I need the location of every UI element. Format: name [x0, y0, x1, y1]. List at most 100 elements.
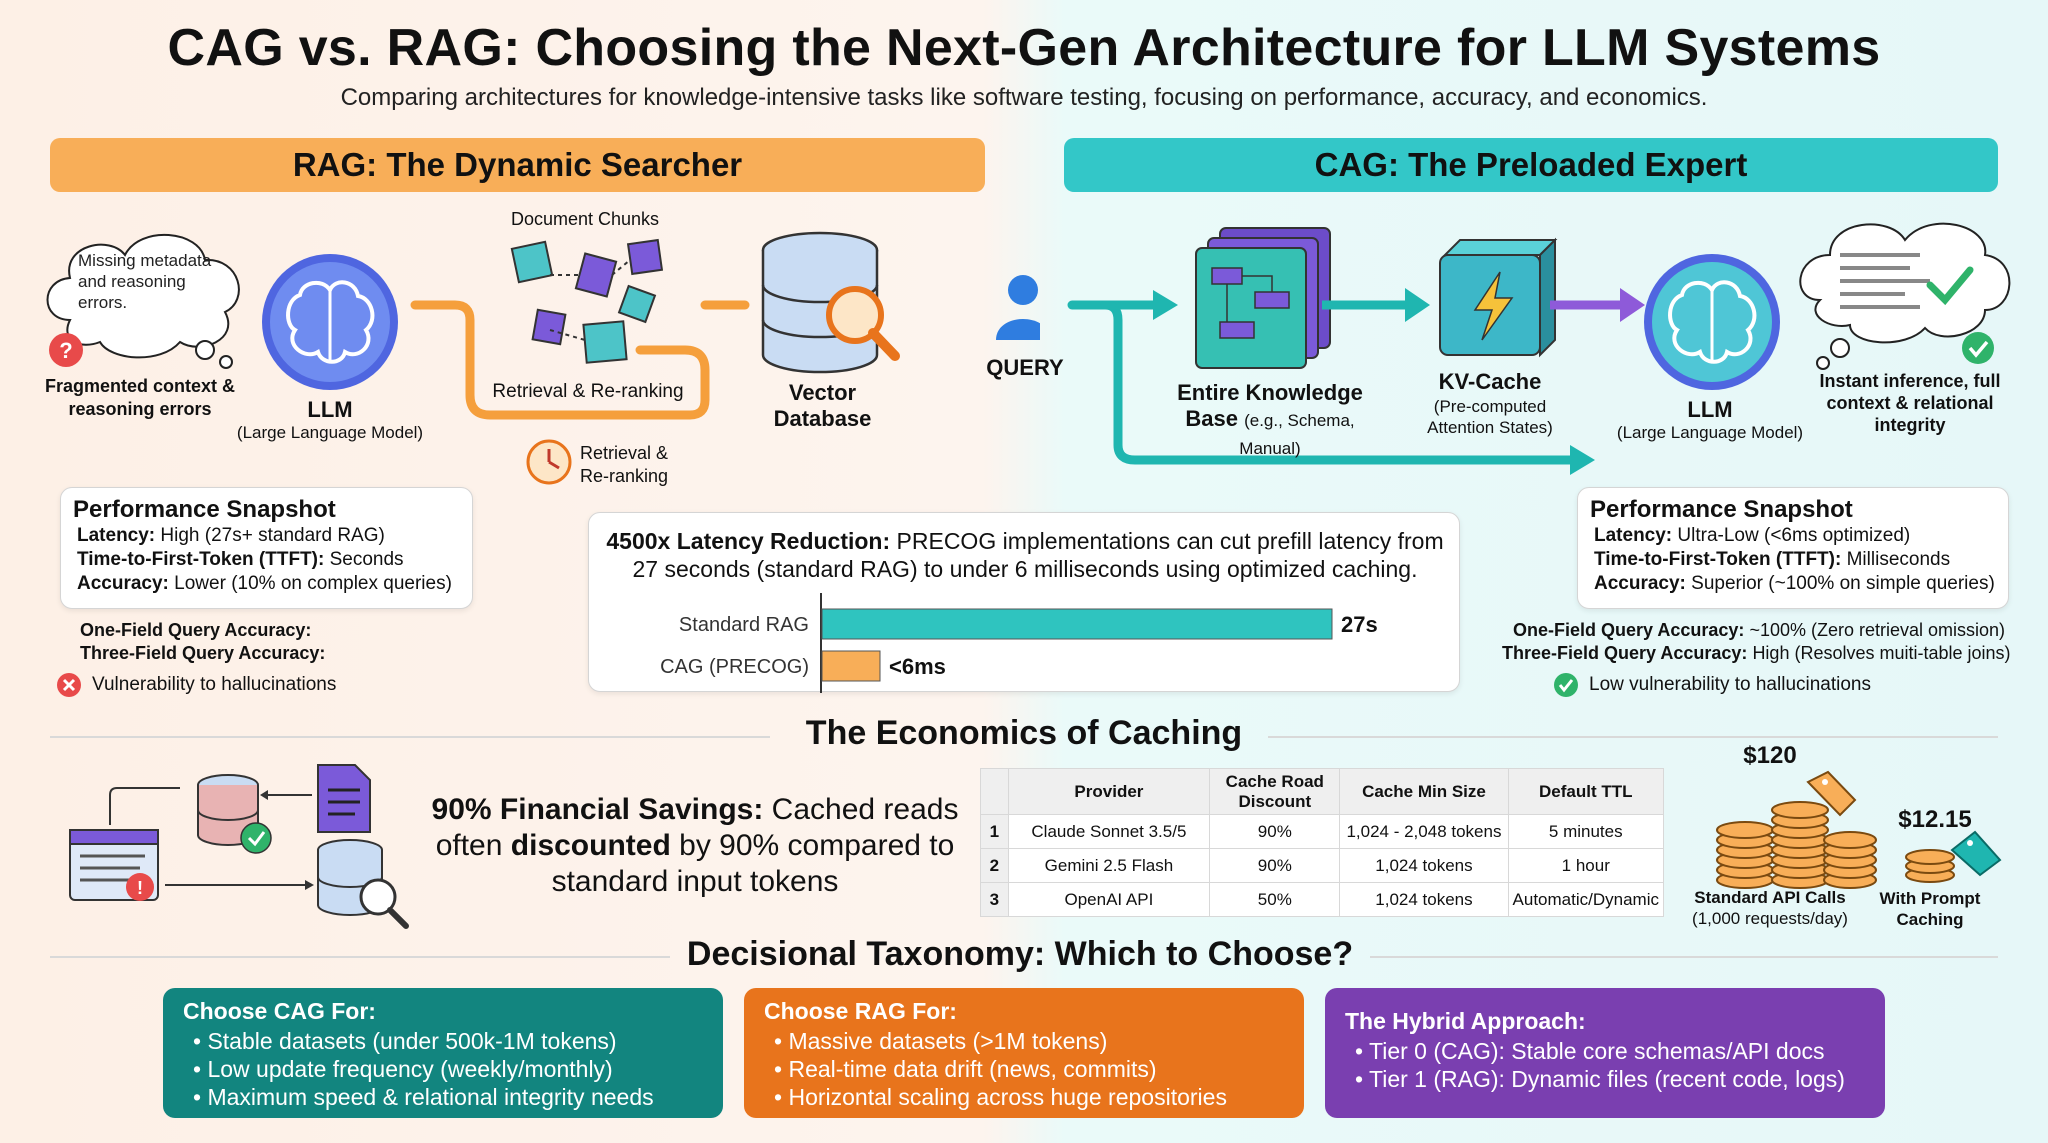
bar-label: Standard RAG: [679, 614, 809, 636]
cag-llm-label: LLM: [1687, 397, 1733, 422]
kv-cache-icon: [1439, 237, 1558, 358]
page-title: CAG vs. RAG: Choosing the Next-Gen Archi…: [167, 19, 1881, 77]
coin-stack-small-icon: [1905, 849, 1955, 883]
query-label: QUERY: [986, 355, 1064, 380]
ttft-value: Milliseconds: [1846, 549, 1951, 570]
table-cell: 50%: [1209, 882, 1341, 917]
table-cell: 90%: [1209, 814, 1341, 849]
cag-one-field-value: ~100% (Zero retrieval omission): [1749, 620, 2006, 640]
table-cell: Claude Sonnet 3.5/5: [1007, 814, 1211, 849]
taxonomy-rule-right: [1370, 956, 1998, 958]
svg-text:?: ?: [59, 338, 72, 363]
choose-rag-list: Massive datasets (>1M tokens) Real-time …: [764, 1027, 1284, 1111]
knowledge-base-icon: [1195, 227, 1331, 369]
latency-bold: 4500x Latency Reduction:: [606, 528, 891, 554]
kb-label: Entire Knowledge Base (e.g., Schema, Man…: [1170, 380, 1370, 462]
kb-label-line1: Entire Knowledge: [1177, 380, 1363, 405]
cag-performance-snapshot: Performance Snapshot Latency: Ultra-Low …: [1577, 487, 2009, 609]
rag-vulnerability: Vulnerability to hallucinations: [56, 672, 336, 698]
cag-brain-icon: [1644, 254, 1780, 390]
brain-icon: [262, 254, 398, 390]
cag-vulnerability: Low vulnerability to hallucinations: [1553, 672, 1871, 698]
price-tag-icon: [1806, 770, 1857, 817]
list-item: Tier 1 (RAG): Dynamic files (recent code…: [1345, 1065, 1865, 1093]
fragmented-context-label: Fragmented context & reasoning errors: [44, 376, 236, 419]
retrieval-clock-label: Retrieval & Re-ranking: [580, 443, 669, 486]
hybrid-approach-box: The Hybrid Approach: Tier 0 (CAG): Stabl…: [1325, 988, 1885, 1118]
kv-cache-sublabel: (Pre-computed Attention States): [1427, 397, 1553, 437]
document-icon: [317, 764, 371, 833]
latency-description: 4500x Latency Reduction: PRECOG implemen…: [599, 527, 1451, 583]
list-item: Tier 0 (CAG): Stable core schemas/API do…: [1345, 1037, 1865, 1065]
ttft-key: Time-to-First-Token (TTFT):: [77, 549, 325, 570]
latency-value: High (27s+ standard RAG): [160, 525, 385, 546]
savings-text: 90% Financial Savings: Cached reads ofte…: [430, 792, 960, 900]
table-cell: 90%: [1209, 848, 1341, 883]
latency-key: Latency:: [1594, 525, 1673, 546]
bar-value-label: 27s: [1341, 612, 1378, 637]
table-cell: 1,024 - 2,048 tokens: [1339, 814, 1509, 849]
table-header-cell: [980, 768, 1009, 815]
standard-cost: $120: [1743, 742, 1797, 769]
ttft-value: Seconds: [329, 549, 404, 570]
rag-llm-sublabel: (Large Language Model): [236, 423, 424, 442]
rag-llm-label: LLM: [307, 397, 353, 422]
hybrid-list: Tier 0 (CAG): Stable core schemas/API do…: [1345, 1037, 1865, 1093]
rag-vulnerability-text: Vulnerability to hallucinations: [92, 674, 337, 695]
latency-key: Latency:: [77, 525, 156, 546]
table-cell: 2: [980, 848, 1009, 883]
economics-heading: The Economics of Caching: [805, 714, 1243, 752]
table-header-cell: Default TTL: [1507, 768, 1665, 815]
table-cell: Automatic/Dynamic: [1507, 882, 1665, 917]
rag-flow-diagram: ?: [46, 231, 1040, 485]
svg-text:!: !: [137, 878, 143, 898]
list-item: Maximum speed & relational integrity nee…: [183, 1083, 703, 1111]
table-cell: 1,024 tokens: [1339, 882, 1509, 917]
kb-sublabel: (e.g., Schema, Manual): [1239, 411, 1355, 458]
document-chunks-icon: [510, 238, 664, 364]
hybrid-title: The Hybrid Approach:: [1345, 1008, 1586, 1034]
coin-stack-large-icon: [1716, 801, 1877, 889]
check-circle-icon: [1962, 332, 1994, 364]
accuracy-key: Accuracy:: [77, 573, 169, 594]
bar-value-label: <6ms: [889, 654, 946, 679]
table-header-cell: Cache Min Size: [1339, 768, 1509, 815]
cag-llm-sublabel: (Large Language Model): [1616, 423, 1804, 442]
retrieval-label: Retrieval & Re-ranking: [492, 381, 684, 402]
list-item: Horizontal scaling across huge repositor…: [764, 1083, 1284, 1111]
thought-cloud-icon: [46, 234, 240, 369]
vector-database-label: Vector Database: [773, 380, 872, 431]
cached-cost: $12.15: [1898, 806, 1972, 833]
latency-bar: [821, 608, 1333, 640]
cag-one-field-accuracy: One-Field Query Accuracy: ~100% (Zero re…: [1513, 619, 2005, 642]
x-circle-icon: [57, 673, 81, 697]
latency-bar: [821, 650, 881, 682]
snapshot-title: Performance Snapshot: [73, 496, 336, 523]
cag-three-field-value: High (Resolves muiti-table joins): [1752, 643, 2011, 663]
cost-comparison-illustration: [1716, 770, 2002, 889]
cag-three-field-accuracy: Three-Field Query Accuracy: High (Resolv…: [1502, 642, 2011, 665]
page-subtitle: Comparing architectures for knowledge-in…: [340, 84, 1708, 111]
savings-text2: by 90% compared to standard input tokens: [551, 829, 955, 898]
cag-one-field-key: One-Field Query Accuracy:: [1513, 620, 1745, 640]
clock-icon: [526, 439, 572, 485]
instant-inference-label: Instant inference, full context & relati…: [1819, 371, 2001, 435]
check-circle-icon: [1554, 673, 1578, 697]
savings-text1: Cached reads often: [435, 793, 959, 862]
vector-database-icon: [761, 231, 900, 374]
savings-bold2: discounted: [510, 829, 671, 862]
choose-cag-list: Stable datasets (under 500k-1M tokens) L…: [183, 1027, 703, 1111]
latency-card: 4500x Latency Reduction: PRECOG implemen…: [588, 512, 1460, 693]
table-cell: OpenAI API: [1007, 882, 1211, 917]
cag-thought-cloud-icon: [1799, 222, 2011, 370]
table-cell: 1 hour: [1507, 848, 1665, 883]
database-search-icon: [317, 839, 409, 929]
standard-calls-sublabel: (1,000 requests/day): [1692, 909, 1848, 928]
kv-cache-label: KV-Cache: [1438, 369, 1542, 394]
document-chunks-label: Document Chunks: [510, 209, 660, 229]
